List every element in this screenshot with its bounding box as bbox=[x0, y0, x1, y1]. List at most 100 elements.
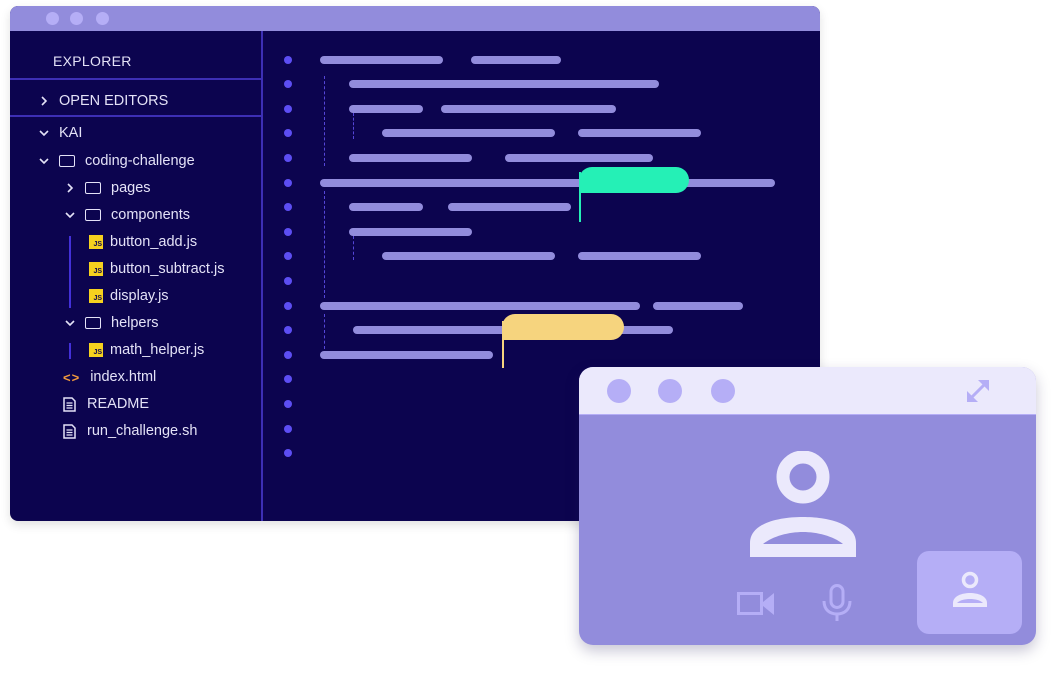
code-editor-pane[interactable] bbox=[263, 31, 820, 521]
code-line bbox=[320, 179, 775, 187]
document-icon bbox=[63, 423, 76, 439]
tree-folder-components[interactable]: components bbox=[63, 204, 190, 226]
indent-guide bbox=[324, 314, 325, 349]
tree-item-label: README bbox=[87, 396, 150, 412]
line-marker bbox=[284, 252, 292, 260]
line-marker bbox=[284, 228, 292, 236]
line-marker bbox=[284, 449, 292, 457]
code-line bbox=[320, 56, 443, 64]
window-close-button[interactable] bbox=[46, 12, 59, 25]
tree-item-label: run_challenge.sh bbox=[87, 423, 198, 439]
code-line bbox=[505, 154, 653, 162]
line-marker bbox=[284, 203, 292, 211]
tree-file-run-challenge[interactable]: run_challenge.sh bbox=[63, 420, 197, 442]
chevron-down-icon bbox=[37, 126, 51, 140]
code-line bbox=[653, 302, 743, 310]
chevron-right-icon bbox=[63, 181, 77, 195]
divider bbox=[10, 115, 261, 117]
chevron-down-icon bbox=[63, 316, 77, 330]
tree-file-math-helper[interactable]: JS math_helper.js bbox=[89, 339, 204, 361]
microphone-icon[interactable] bbox=[822, 584, 852, 627]
chevron-right-icon bbox=[37, 94, 51, 108]
tree-file-display[interactable]: JS display.js bbox=[89, 285, 169, 307]
folder-icon bbox=[85, 209, 101, 221]
chevron-down-icon bbox=[63, 208, 77, 222]
tree-file-button-add[interactable]: JS button_add.js bbox=[89, 231, 197, 253]
user-icon bbox=[951, 571, 989, 614]
js-file-icon: JS bbox=[89, 262, 103, 276]
cursor-line-green bbox=[579, 172, 581, 222]
indent-guide bbox=[353, 236, 354, 260]
code-line bbox=[320, 351, 493, 359]
tree-indent-guide bbox=[69, 343, 71, 359]
indent-guide bbox=[324, 76, 325, 166]
explorer-sidebar: EXPLORER OPEN EDITORS KAI coding-challen… bbox=[10, 31, 263, 521]
tree-indent-guide bbox=[69, 236, 71, 308]
tree-item-label: coding-challenge bbox=[85, 153, 195, 169]
tree-item-label: button_subtract.js bbox=[110, 261, 225, 277]
line-marker bbox=[284, 56, 292, 64]
section-label: KAI bbox=[59, 125, 83, 141]
tree-file-index-html[interactable]: <> index.html bbox=[63, 366, 156, 388]
tree-folder-pages[interactable]: pages bbox=[63, 177, 151, 199]
tree-file-readme[interactable]: README bbox=[63, 393, 149, 415]
tree-item-label: helpers bbox=[111, 315, 159, 331]
line-marker bbox=[284, 326, 292, 334]
section-open-editors[interactable]: OPEN EDITORS bbox=[37, 90, 168, 112]
code-line bbox=[448, 203, 571, 211]
tree-item-label: index.html bbox=[90, 369, 157, 385]
camera-icon[interactable] bbox=[737, 590, 775, 623]
tree-item-label: display.js bbox=[110, 288, 169, 304]
folder-icon bbox=[85, 182, 101, 194]
code-line bbox=[349, 203, 423, 211]
tree-folder-coding-challenge[interactable]: coding-challenge bbox=[37, 150, 195, 172]
self-view-tile[interactable] bbox=[917, 551, 1022, 634]
code-line bbox=[578, 252, 701, 260]
explorer-header: EXPLORER bbox=[53, 53, 132, 69]
code-line bbox=[441, 105, 616, 113]
js-file-icon: JS bbox=[89, 289, 103, 303]
tree-item-label: math_helper.js bbox=[110, 342, 205, 358]
video-minimize-button[interactable] bbox=[658, 379, 682, 403]
code-line bbox=[382, 252, 555, 260]
code-line bbox=[382, 129, 555, 137]
indent-guide bbox=[324, 191, 325, 298]
editor-titlebar bbox=[10, 6, 820, 31]
line-marker bbox=[284, 375, 292, 383]
cursor-line-yellow bbox=[502, 321, 504, 368]
code-line bbox=[349, 228, 472, 236]
video-close-button[interactable] bbox=[607, 379, 631, 403]
js-file-icon: JS bbox=[89, 235, 103, 249]
line-marker bbox=[284, 129, 292, 137]
line-marker bbox=[284, 351, 292, 359]
video-titlebar bbox=[579, 367, 1036, 415]
line-marker bbox=[284, 154, 292, 162]
tree-file-button-subtract[interactable]: JS button_subtract.js bbox=[89, 258, 224, 280]
video-maximize-button[interactable] bbox=[711, 379, 735, 403]
section-label: OPEN EDITORS bbox=[59, 93, 169, 109]
code-editor-window: EXPLORER OPEN EDITORS KAI coding-challen… bbox=[10, 6, 820, 521]
document-icon bbox=[63, 396, 76, 412]
tree-folder-helpers[interactable]: helpers bbox=[63, 312, 159, 334]
section-kai[interactable]: KAI bbox=[37, 122, 82, 144]
video-call-window bbox=[579, 367, 1036, 645]
code-line bbox=[320, 302, 640, 310]
js-file-icon: JS bbox=[89, 343, 103, 357]
html-file-icon: <> bbox=[63, 369, 81, 385]
line-marker bbox=[284, 179, 292, 187]
code-line bbox=[349, 80, 659, 88]
code-line bbox=[349, 105, 423, 113]
folder-icon bbox=[85, 317, 101, 329]
window-minimize-button[interactable] bbox=[70, 12, 83, 25]
line-marker bbox=[284, 400, 292, 408]
expand-icon[interactable] bbox=[964, 377, 992, 405]
code-line bbox=[578, 129, 701, 137]
folder-icon bbox=[59, 155, 75, 167]
indent-guide bbox=[353, 113, 354, 139]
collaborator-cursor-yellow bbox=[502, 314, 624, 340]
line-marker bbox=[284, 302, 292, 310]
divider bbox=[10, 78, 261, 80]
line-marker bbox=[284, 277, 292, 285]
window-maximize-button[interactable] bbox=[96, 12, 109, 25]
tree-item-label: components bbox=[111, 207, 190, 223]
